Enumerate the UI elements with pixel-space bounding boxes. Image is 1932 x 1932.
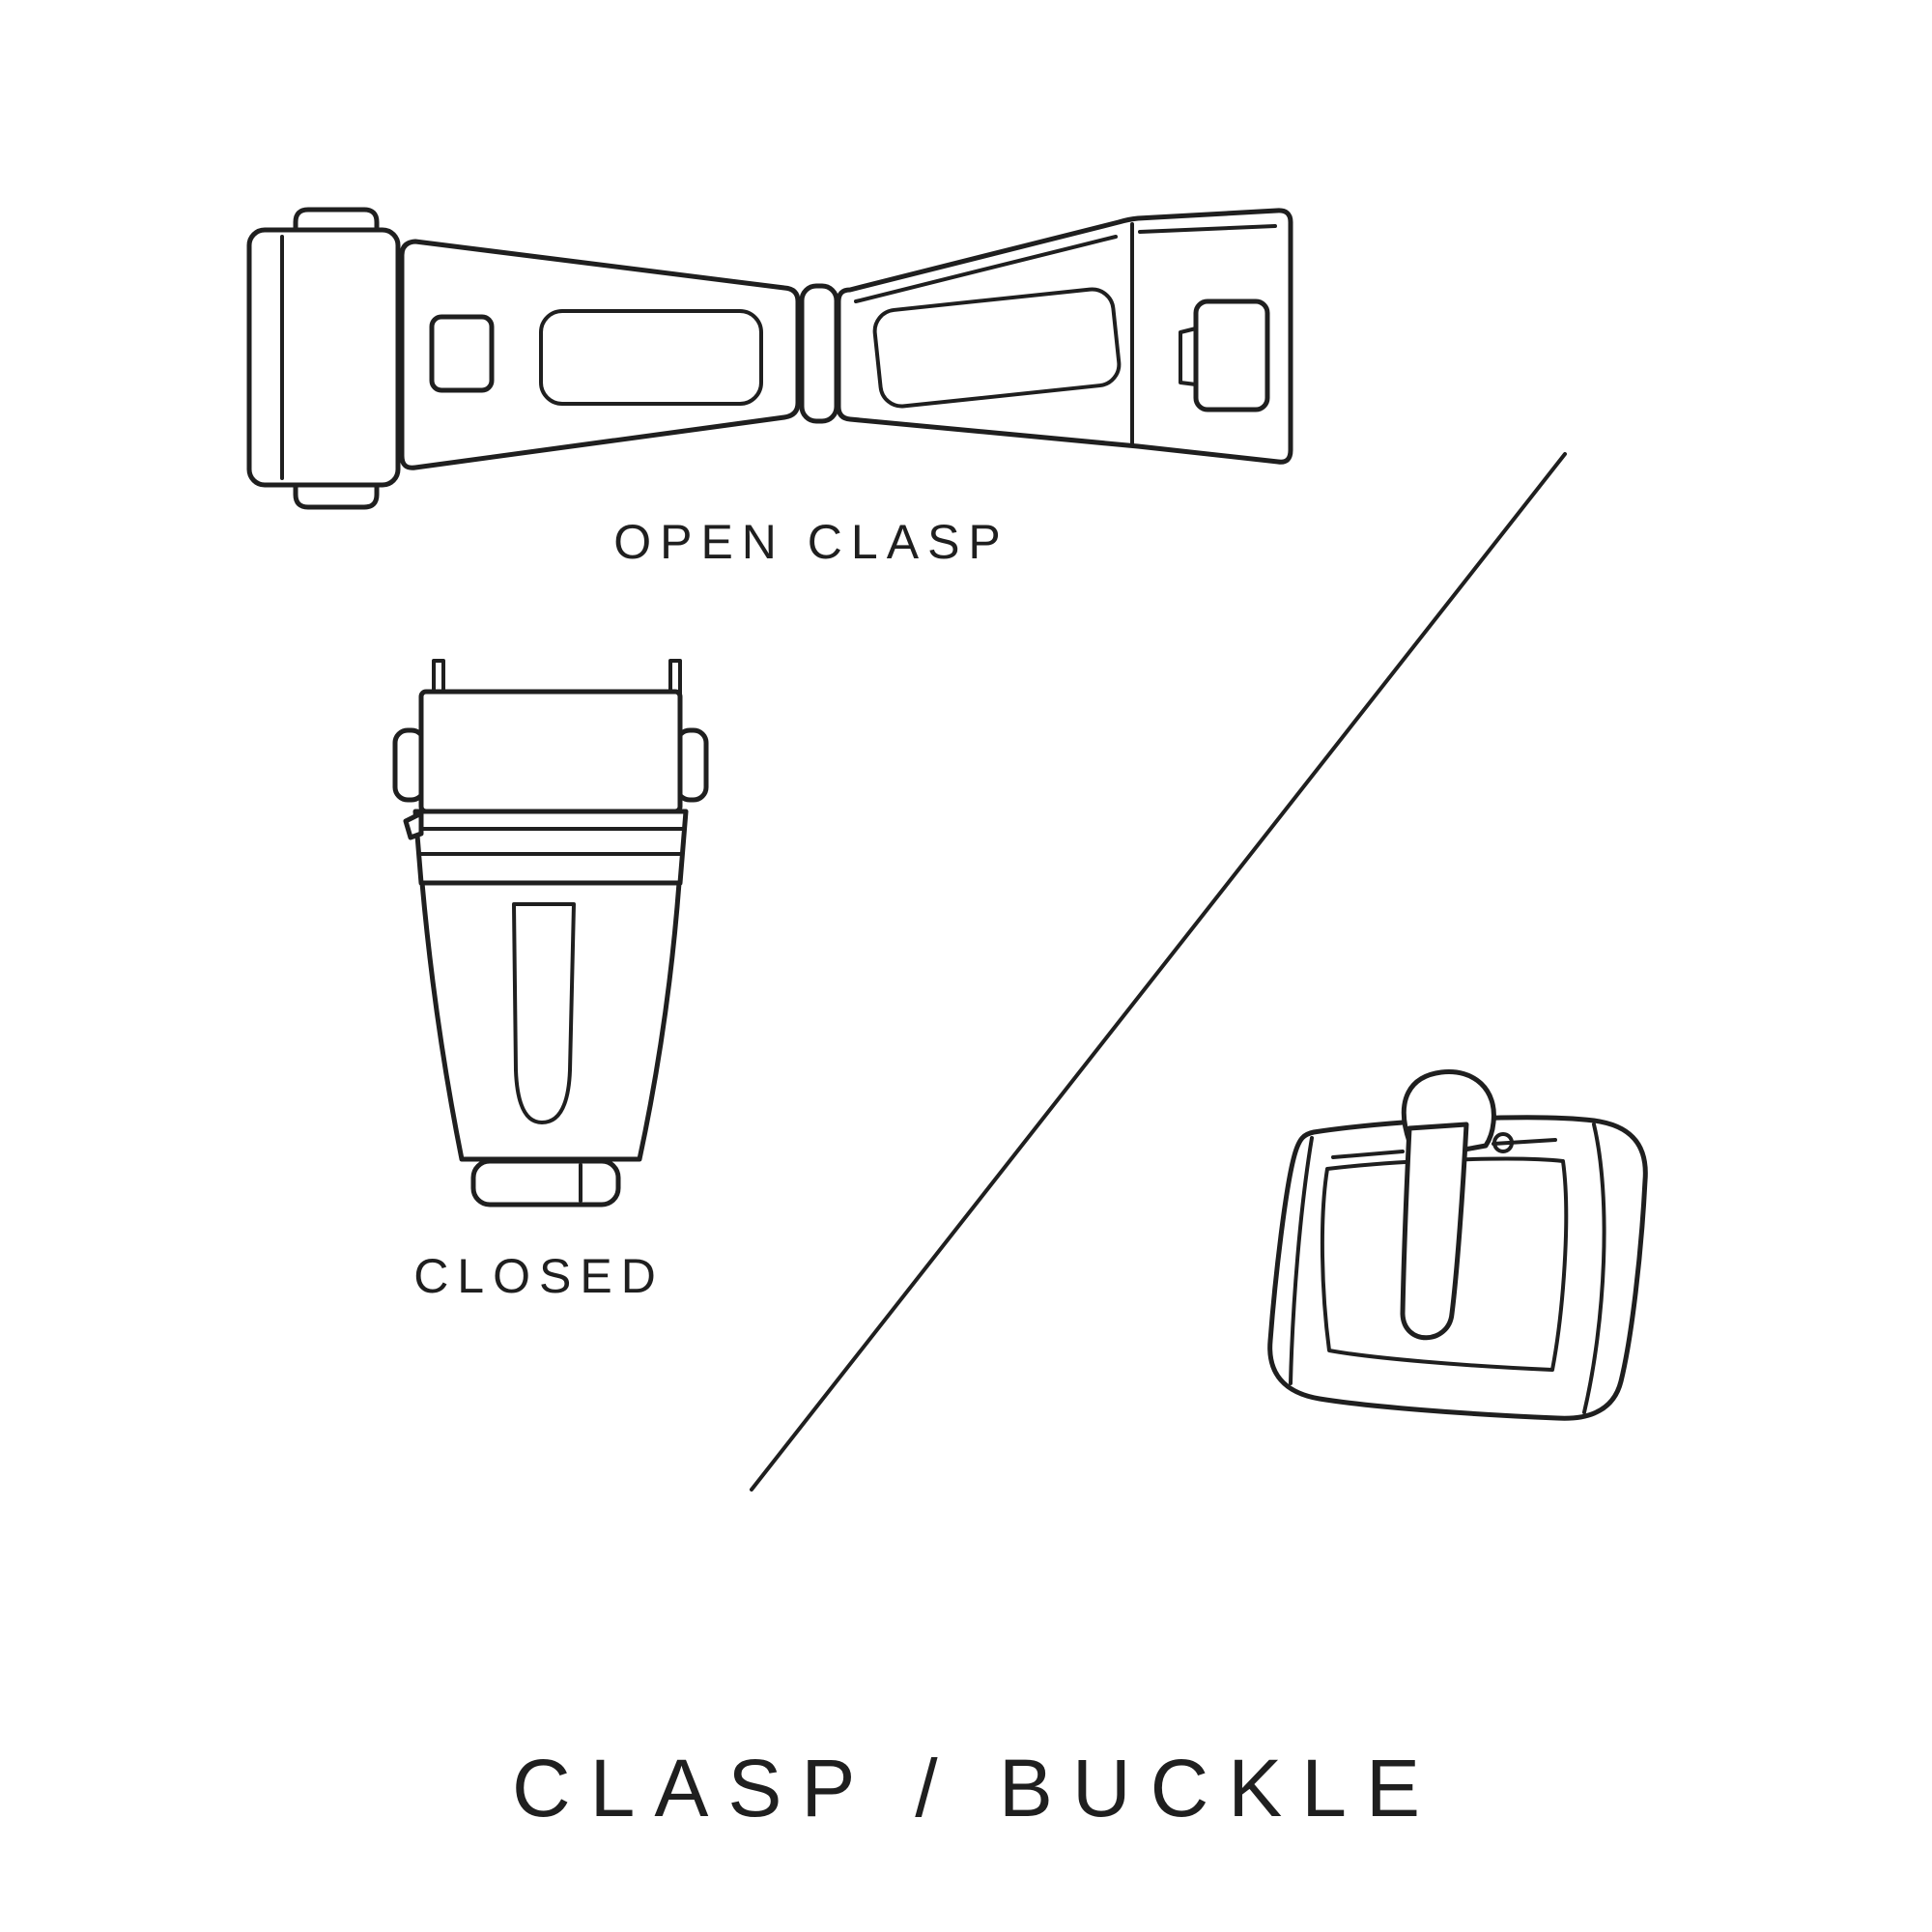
open-clasp-left-arm	[399, 239, 801, 470]
buckle-pin-end-ring	[1492, 1132, 1514, 1153]
closed-clasp-illustration	[392, 659, 709, 1208]
buckle-inner-window	[1320, 1156, 1569, 1372]
open-clasp-right-arm-inner-outline	[872, 287, 1122, 409]
buckle-spring-bar-right	[1492, 1138, 1557, 1146]
open-clasp-center-hinge	[799, 283, 839, 424]
open-clasp-illustration	[246, 207, 1293, 510]
open-clasp-right-arm-fold-line	[854, 235, 1118, 303]
closed-clasp-left-corner-tab	[403, 810, 424, 840]
open-clasp-left-arm-inner-outline	[539, 309, 763, 406]
closed-clasp-cover-plate	[418, 689, 683, 814]
open-clasp-right-hook	[1193, 298, 1270, 412]
diagonal-divider-line	[750, 452, 1567, 1492]
closed-clasp-left-prong	[432, 659, 445, 696]
closed-clasp-inner-slot	[512, 902, 576, 1124]
buckle-illustration	[1267, 1069, 1648, 1421]
open-clasp-left-bottom-tab	[293, 480, 380, 510]
closed-clasp-right-prong	[668, 659, 682, 696]
open-clasp-right-end-fold-line	[1138, 224, 1277, 234]
buckle-right-bar-thickness-line	[1582, 1122, 1606, 1414]
closed-clasp-tapered-body	[419, 880, 682, 1162]
closed-clasp-label: CLOSED	[413, 1249, 665, 1303]
buckle-tang-strip	[1400, 1122, 1469, 1341]
open-clasp-label: OPEN CLASP	[613, 515, 1009, 569]
buckle-spring-bar-left	[1331, 1150, 1405, 1159]
page-title: CLASP / BUCKLE	[512, 1743, 1439, 1833]
open-clasp-left-block	[246, 227, 401, 488]
closed-clasp-band-section	[412, 809, 689, 886]
open-clasp-right-hook-notch	[1179, 327, 1198, 386]
closed-clasp-foot	[470, 1158, 621, 1208]
buckle-left-cap-thickness-line	[1289, 1136, 1314, 1385]
open-clasp-left-top-tab	[293, 207, 380, 235]
open-clasp-right-arm	[836, 208, 1293, 465]
open-clasp-left-hook	[429, 314, 495, 393]
